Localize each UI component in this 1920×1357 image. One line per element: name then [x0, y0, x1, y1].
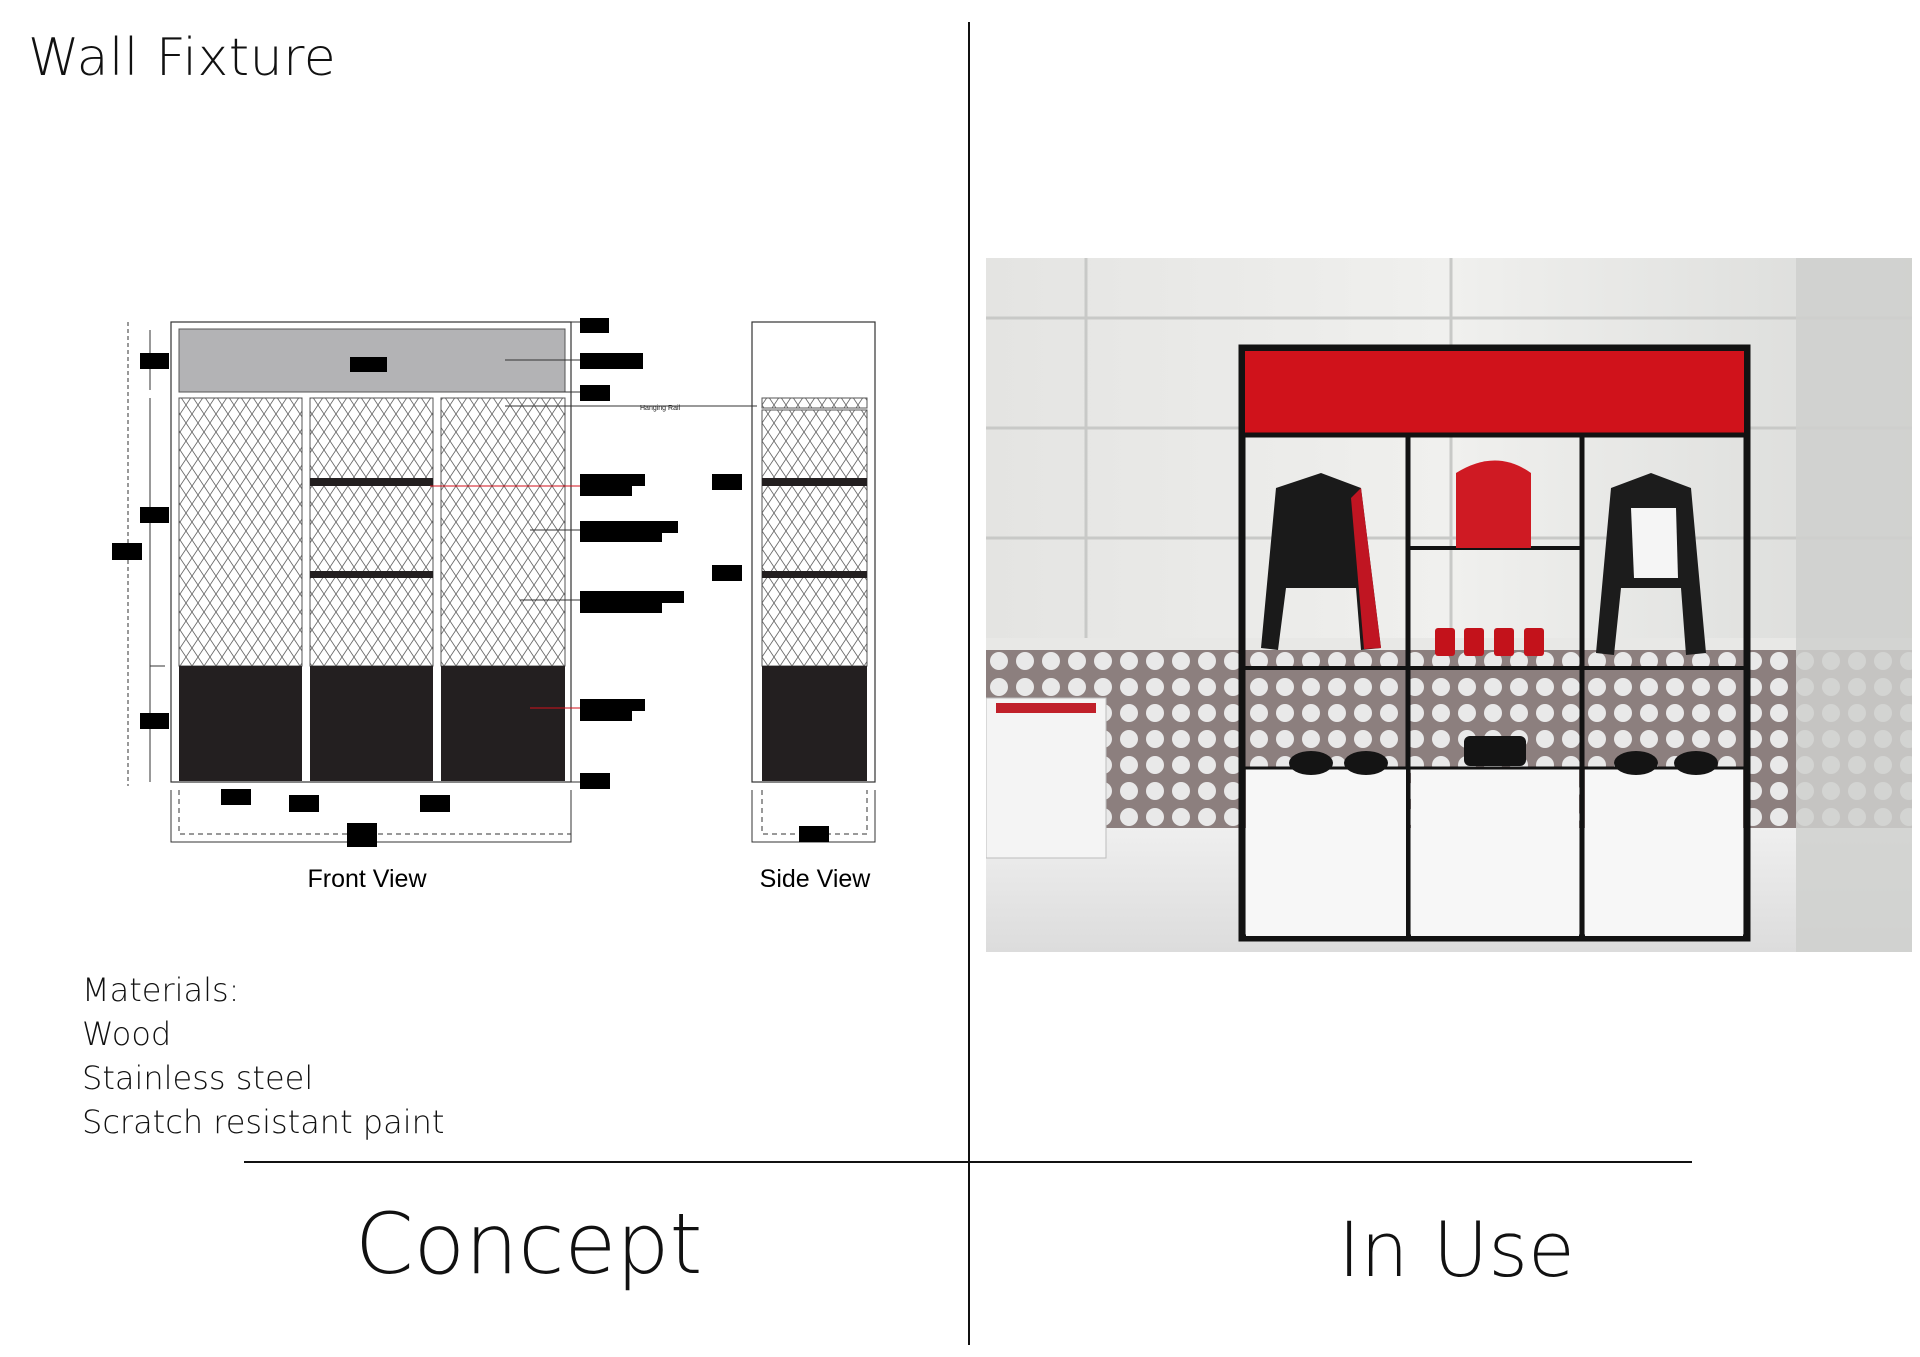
white-base-middle [1411, 768, 1579, 936]
side-rail [761, 397, 868, 409]
side-view [712, 321, 876, 843]
vertical-divider [968, 22, 970, 1345]
white-base-right [1585, 768, 1743, 936]
materials-list: Materials: Wood Stainless steel Scratch … [82, 968, 444, 1144]
front-view: Hanging Rail [112, 318, 757, 847]
concept-section-label: Concept [355, 1195, 703, 1293]
base-right [441, 666, 565, 781]
materials-heading: Materials: [82, 971, 240, 1009]
in-use-photo [986, 258, 1912, 952]
mesh-panel-right [440, 397, 566, 667]
technical-drawing: Hanging Rail [112, 318, 876, 893]
side-mesh-panel [761, 409, 868, 667]
white-base-left [1246, 768, 1406, 936]
redacted-side-labels [712, 474, 829, 842]
mesh-panel-left [178, 397, 303, 667]
material-item: Stainless steel [82, 1059, 314, 1097]
mesh-panel-middle [309, 397, 434, 667]
shelf-upper [310, 478, 433, 486]
redacted-dimension-labels [112, 318, 684, 847]
horizontal-divider [244, 1161, 1692, 1163]
page-title: Wall Fixture [28, 28, 337, 88]
side-base [762, 666, 867, 781]
side-view-label: Side View [760, 865, 872, 893]
shelf-lower [310, 571, 433, 578]
material-item: Wood [82, 1015, 172, 1053]
base-left [179, 666, 302, 781]
base-middle [310, 666, 433, 781]
hanging-rail-callout: Hanging Rail [640, 405, 681, 412]
front-view-label: Front View [307, 865, 427, 893]
in-use-section-label: In Use [1338, 1205, 1575, 1294]
material-item: Scratch resistant paint [82, 1103, 445, 1141]
header-panel [178, 328, 566, 393]
red-header-panel [1245, 351, 1744, 433]
fixture-in-use [1238, 344, 1751, 942]
